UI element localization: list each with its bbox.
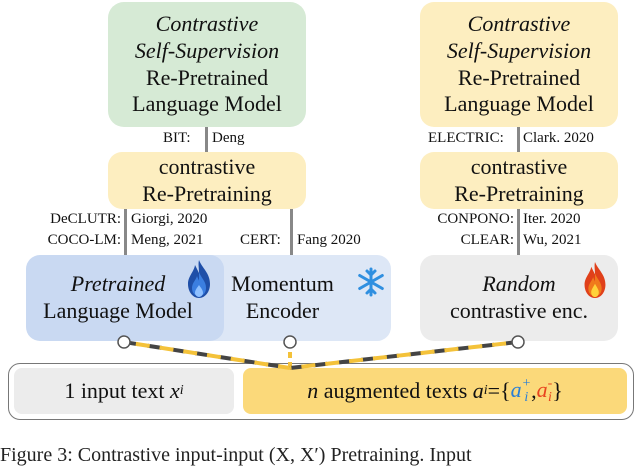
box-line: Momentum <box>231 271 334 297</box>
connector-line <box>517 127 520 152</box>
box-line: Pretrained <box>70 271 166 297</box>
box-line: Self-Supervision <box>134 37 280 63</box>
connections-overlay <box>117 335 525 370</box>
cert-author: Fang 2020 <box>297 232 361 249</box>
clear-label: CLEAR: <box>420 232 514 249</box>
box-line: contrastive <box>470 153 568 179</box>
method-name: COCO-LM: <box>47 232 121 248</box>
a-var: a <box>536 376 548 402</box>
author-year: Deng <box>212 130 245 146</box>
contrastive-re-pretrained-lm-box-right: Contrastive Self-Supervision Re-Pretrain… <box>420 2 618 127</box>
author-year: Wu, 2021 <box>523 232 582 248</box>
contrastive-re-pretrained-lm-box-left: Contrastive Self-Supervision Re-Pretrain… <box>108 2 306 127</box>
a-minus: a-i <box>537 377 553 406</box>
author-year: Giorgi, 2020 <box>131 211 208 227</box>
author-year: Fang 2020 <box>297 232 361 248</box>
random-encoder-box: Random contrastive enc. <box>420 255 618 341</box>
author-year: Iter. 2020 <box>523 211 581 227</box>
cocolm-author: Meng, 2021 <box>131 232 204 249</box>
box-line: Re-Pretrained <box>457 64 581 90</box>
bit-author: Deng <box>212 130 245 147</box>
input-text-label: 1 input text <box>64 377 171 403</box>
author-year: Meng, 2021 <box>131 232 204 248</box>
a-plus: a+i <box>511 377 531 406</box>
i-sub: i <box>524 390 529 406</box>
pretrained-language-model-box: Pretrained Language Model <box>26 255 224 341</box>
connector-node <box>283 335 297 349</box>
electric-author: Clark. 2020 <box>523 130 594 147</box>
box-line: Re-Pretrained <box>145 64 269 90</box>
comma: , <box>531 377 537 403</box>
input-sub: i <box>179 383 184 399</box>
input-var: x <box>170 377 180 403</box>
momentum-encoder-box: Momentum Encoder <box>196 255 391 341</box>
a-var: a <box>472 377 484 403</box>
connector-line <box>517 209 520 255</box>
equals-brace: ={ <box>487 377 511 403</box>
box-line: Re-Pretraining <box>142 180 272 206</box>
box-line: contrastive enc. <box>449 298 589 323</box>
method-name: BIT: <box>163 130 191 146</box>
contrastive-re-pretraining-box-right: contrastive Re-Pretraining <box>420 152 618 209</box>
box-line: Self-Supervision <box>446 37 592 63</box>
close-brace: } <box>552 377 563 403</box>
connector-line <box>205 127 208 152</box>
n-var: n <box>307 377 319 403</box>
connector-node <box>117 335 131 349</box>
box-line: Random <box>482 271 556 297</box>
a-var: a <box>510 376 522 402</box>
dashed-connector <box>289 340 519 370</box>
declutr-author: Giorgi, 2020 <box>131 211 207 228</box>
method-name: ELECTRIC: <box>428 130 504 146</box>
conpono-label: CONPONO: <box>420 211 514 228</box>
box-line: Contrastive <box>155 10 259 36</box>
orange-flame-icon <box>584 261 606 299</box>
method-name: CONPONO: <box>437 211 514 227</box>
cocolm-label: COCO-LM: <box>38 232 121 249</box>
plus-sup: + <box>521 376 532 392</box>
augmented-texts-box: n augmented texts a i ={ a+i , a-i } <box>243 368 627 414</box>
i-sub: i <box>547 390 552 406</box>
snowflake-icon <box>358 267 384 297</box>
minus-sup: - <box>547 376 553 392</box>
box-line: Language Model <box>444 91 594 117</box>
box-line: contrastive <box>158 153 256 179</box>
box-line: Contrastive <box>467 10 571 36</box>
contrastive-re-pretraining-box-left: contrastive Re-Pretraining <box>108 152 306 209</box>
method-name: CLEAR: <box>460 232 514 248</box>
method-name: CERT: <box>240 232 281 248</box>
clear-author: Wu, 2021 <box>523 232 582 249</box>
electric-label: ELECTRIC: <box>428 130 504 147</box>
conpono-author: Iter. 2020 <box>523 211 581 228</box>
declutr-label: DeCLUTR: <box>38 211 121 228</box>
author-year: Clark. 2020 <box>523 130 594 146</box>
augmented-label: augmented texts <box>318 377 473 403</box>
connector-node <box>511 335 525 349</box>
input-text-box: 1 input text x i <box>14 368 234 414</box>
blue-flame-icon <box>188 260 210 298</box>
bit-label: BIT: <box>163 130 191 147</box>
box-line: Re-Pretraining <box>454 180 584 206</box>
box-line: Encoder <box>245 298 320 323</box>
connector-line <box>124 209 127 255</box>
a-sub: i <box>483 383 488 399</box>
box-line: Language Model <box>132 91 282 117</box>
connector-line <box>290 209 293 255</box>
cert-label: CERT: <box>240 232 281 249</box>
method-name: DeCLUTR: <box>50 211 121 227</box>
box-line: Language Model <box>43 298 193 323</box>
dashed-connector <box>123 340 291 370</box>
